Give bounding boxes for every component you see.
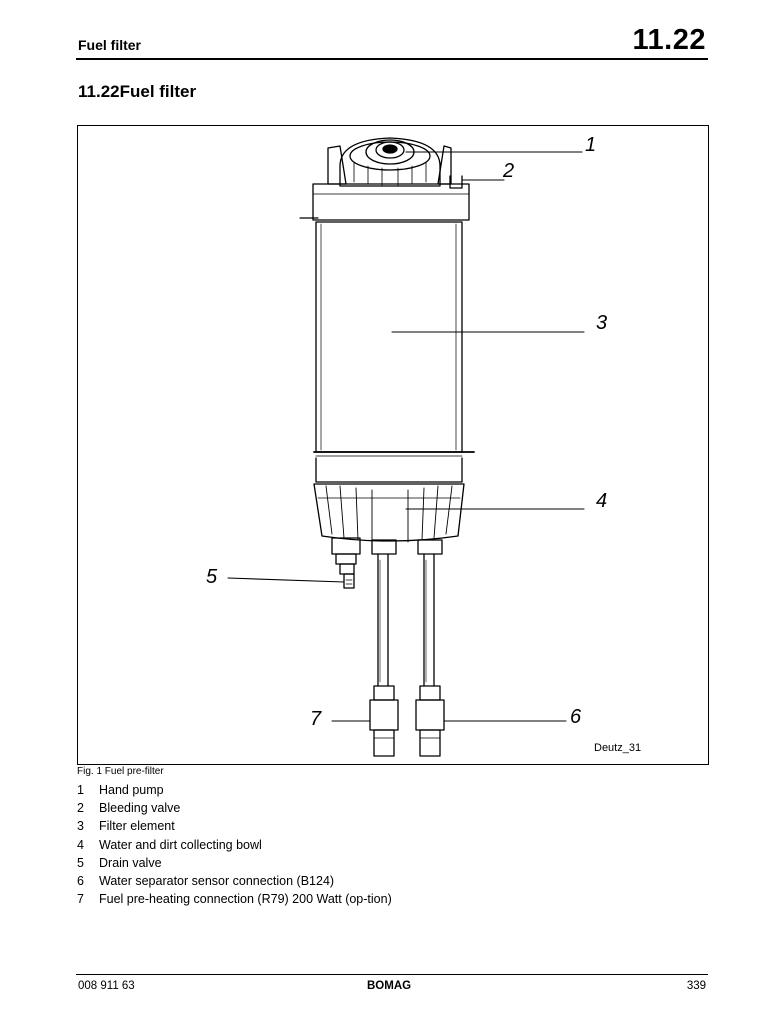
callout-1: 1	[585, 134, 597, 156]
footer-rule	[76, 974, 708, 975]
filter-head-drawing	[299, 175, 470, 221]
callout-3: 3	[596, 312, 608, 334]
preheating-connector-drawing	[369, 539, 399, 757]
legend-text: Bleeding valve	[99, 801, 181, 816]
callout-7: 7	[310, 708, 322, 730]
running-header-section-number: 11.22	[632, 24, 706, 56]
section-title: 11.22Fuel filter	[78, 82, 197, 101]
legend-text: Water and dirt collecting bowl	[99, 837, 262, 852]
legend-number: 7	[77, 892, 84, 907]
header-rule	[76, 58, 708, 60]
figure-reference: Deutz_31	[594, 742, 642, 754]
fuel-filter-drawing	[227, 137, 585, 757]
collecting-bowl-drawing	[313, 457, 465, 543]
legend-item: 1 Hand pump	[77, 781, 397, 799]
legend-item: 5 Drain valve	[77, 854, 397, 872]
legend-text: Water separator sensor connection (B124)	[99, 874, 335, 889]
legend-number: 6	[77, 874, 84, 889]
legend-number: 4	[77, 837, 84, 852]
drain-valve-drawing	[331, 537, 361, 589]
figure-caption: Fig. 1 Fuel pre-filter	[77, 766, 164, 777]
footer-page-number: 339	[686, 980, 706, 992]
legend-item: 3 Filter element	[77, 817, 397, 835]
footer-brand: BOMAG	[367, 980, 412, 992]
legend-text: Fuel pre-heating connection (R79) 200 Wa…	[99, 892, 392, 907]
legend-item: 7 Fuel pre-heating connection (R79) 200 W…	[77, 890, 397, 908]
filter-element-drawing	[313, 221, 475, 457]
legend-text: Hand pump	[99, 783, 164, 797]
hand-pump-drawing	[327, 137, 452, 187]
legend-number: 5	[77, 855, 84, 870]
callout-4: 4	[596, 490, 608, 512]
legend-text: Filter element	[99, 819, 175, 834]
running-header-title: Fuel filter	[78, 37, 142, 53]
legend-number: 1	[77, 783, 84, 797]
legend-text: Drain valve	[99, 855, 162, 870]
leader-line-5	[227, 577, 345, 583]
legend-number: 3	[77, 819, 84, 834]
callout-6: 6	[570, 706, 582, 728]
legend-item: 4 Water and dirt collecting bowl	[77, 836, 397, 854]
footer-doc-number: 008 911 63	[78, 980, 135, 992]
callout-5: 5	[206, 566, 218, 588]
legend-number: 2	[77, 801, 84, 816]
fuel-filter-figure: 1 2 3 4 5 6 7 Deutz_31	[77, 125, 709, 765]
legend-item: 6 Water separator sensor connection (B124…	[77, 872, 397, 890]
legend-item: 2 Bleeding valve	[77, 799, 397, 817]
callout-2: 2	[503, 160, 515, 182]
figure-legend: 1 Hand pump 2 Bleeding valve 3 Filter eleme…	[77, 781, 397, 908]
leader-lines	[227, 151, 585, 722]
sensor-connector-drawing	[415, 539, 445, 757]
